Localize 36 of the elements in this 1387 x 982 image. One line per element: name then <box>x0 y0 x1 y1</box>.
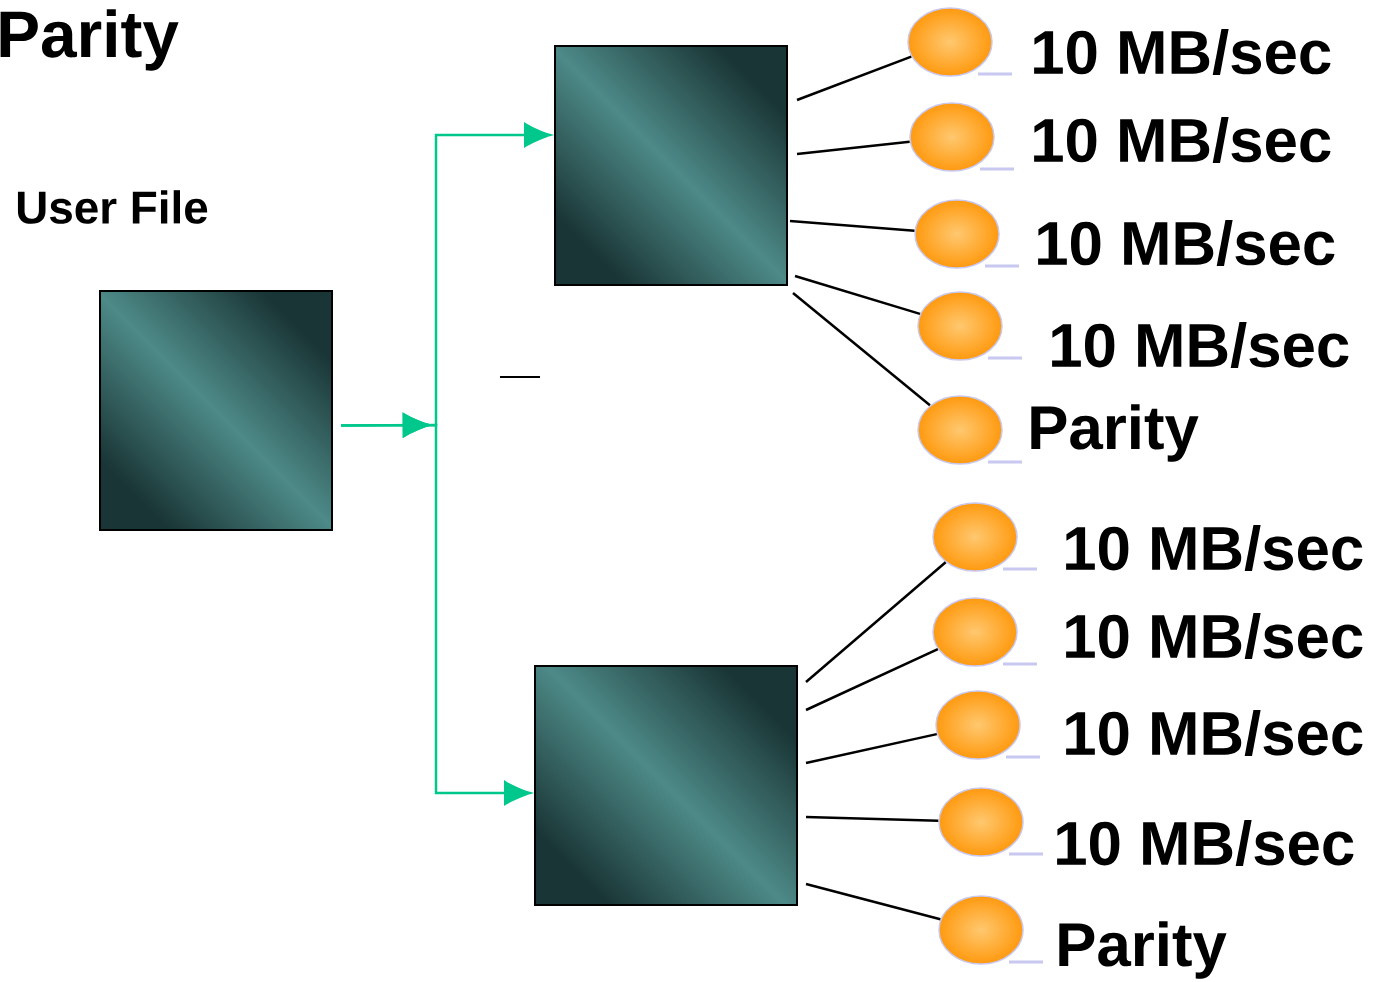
disk-icon <box>917 395 1022 465</box>
disk-label: 10 MB/sec <box>1066 525 1363 571</box>
disk-icon <box>932 502 1037 572</box>
disk-label: 10 MB/sec <box>1034 29 1331 75</box>
disk-label: 10 MB/sec <box>1052 322 1349 368</box>
storage-box <box>554 45 788 286</box>
connector-line <box>794 274 921 316</box>
disk-icon <box>914 199 1019 269</box>
disk-icon <box>909 102 1014 172</box>
disk-label: Parity <box>1031 404 1199 462</box>
connector-line <box>789 219 915 232</box>
disk-icon <box>938 895 1043 965</box>
connector-line <box>805 561 947 683</box>
connector-line <box>805 732 938 765</box>
disk-label: 10 MB/sec <box>1066 613 1363 659</box>
disk-icon <box>938 787 1043 857</box>
connector-line <box>805 648 939 712</box>
box-heading: User File <box>17 190 208 224</box>
connector-line <box>796 55 912 102</box>
storage-box <box>99 290 333 531</box>
disk-icon <box>917 291 1022 361</box>
connector-line <box>805 815 939 823</box>
connector-line <box>341 413 531 805</box>
connector-line <box>805 882 941 921</box>
disk-label: Parity <box>1059 921 1227 979</box>
disk-icon <box>907 7 1012 77</box>
disk-label: 10 MB/sec <box>1066 710 1363 756</box>
connector-line <box>792 292 931 407</box>
disk-label: 10 MB/sec <box>1057 820 1354 866</box>
title: Parity <box>0 9 179 71</box>
connector-line <box>796 140 910 156</box>
disk-icon <box>935 690 1040 760</box>
disk-label: 10 MB/sec <box>1034 117 1331 163</box>
disk-label: 10 MB/sec <box>1038 220 1335 266</box>
storage-box <box>534 665 798 906</box>
disk-icon <box>932 597 1037 667</box>
